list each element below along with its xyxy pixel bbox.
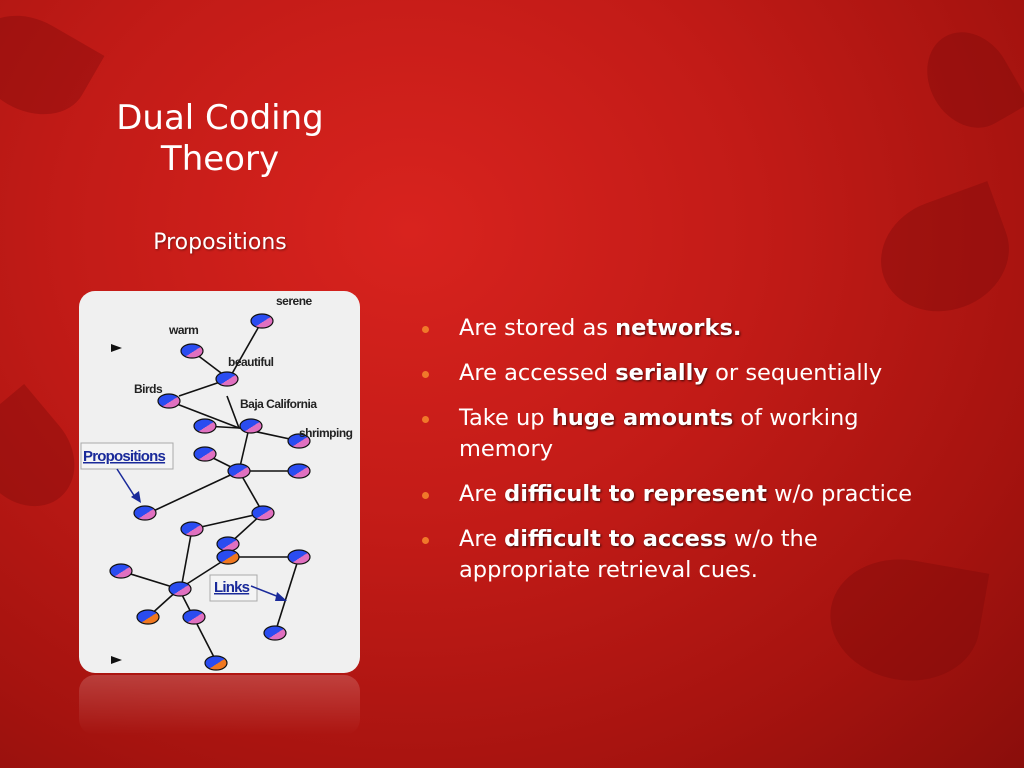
- proposition-network-diagram: serene warm beautiful Birds Baja Califor…: [79, 291, 360, 673]
- bullet-list: Are stored as networks. Are accessed ser…: [420, 313, 960, 600]
- bullet-item: Are stored as networks.: [420, 313, 960, 344]
- label-beautiful: beautiful: [228, 355, 274, 369]
- bullet-dot-icon: [422, 492, 429, 499]
- bullet-item: Are difficult to access w/o the appropri…: [420, 524, 929, 586]
- label-links: Links: [214, 579, 250, 596]
- bullet-dot-icon: [422, 537, 429, 544]
- network-graph: serene warm beautiful Birds Baja Califor…: [80, 294, 353, 671]
- label-serene: serene: [276, 294, 313, 308]
- bullet-dot-icon: [422, 371, 429, 378]
- label-propositions: Propositions: [83, 448, 166, 465]
- bullet-dot-icon: [422, 326, 429, 333]
- bullet-item: Are accessed serially or sequentially: [420, 358, 960, 389]
- leaf-decoration: [865, 181, 1024, 329]
- label-birds: Birds: [134, 382, 163, 396]
- bullet-dot-icon: [422, 416, 429, 423]
- label-baja-california: Baja California: [240, 397, 317, 411]
- leaf-decoration: [0, 0, 105, 134]
- leaf-decoration: [910, 16, 1024, 144]
- diagram-reflection: [79, 675, 360, 735]
- slide-title: Dual Coding Theory: [116, 98, 324, 179]
- bullet-item: Are difficult to represent w/o practice: [420, 479, 929, 510]
- bullet-item: Take up huge amounts of working memory: [420, 403, 929, 465]
- label-warm: warm: [168, 323, 198, 337]
- slide-subtitle: Propositions: [153, 230, 287, 255]
- label-shrimping: shrimping: [299, 426, 353, 440]
